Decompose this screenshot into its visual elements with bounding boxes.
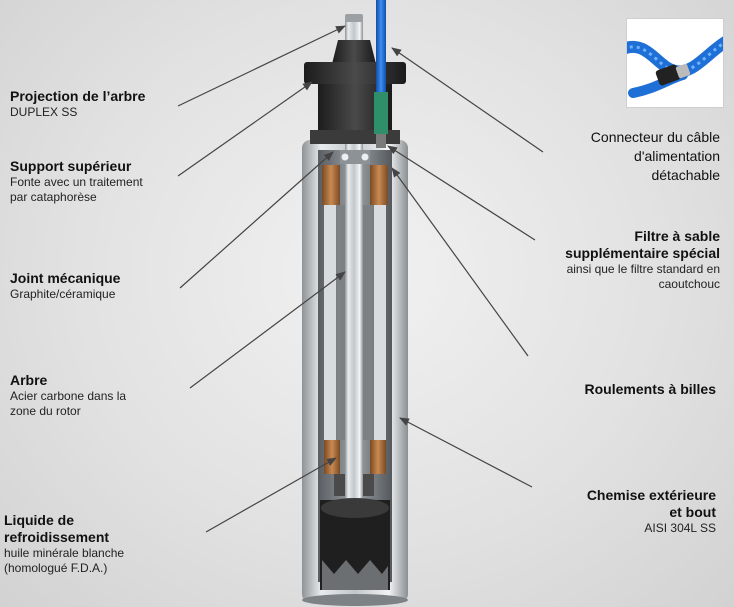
callout-ball-bearings: Roulements à billes [585, 381, 716, 398]
callout-title-line: refroidissement [4, 529, 110, 545]
callout-shaft-projection: Projection de l’arbre DUPLEX SS [10, 88, 145, 120]
callout-title: Support supérieur [10, 158, 132, 174]
copper-windings-top [322, 165, 388, 205]
callout-title-line: Chemise extérieure [586, 487, 716, 503]
callout-subtitle: DUPLEX SS [10, 105, 78, 119]
callout-subtitle-line: (homologué F.D.A.) [4, 561, 108, 575]
callout-subtitle-line: zone du rotor [10, 404, 81, 418]
callout-text-line: détachable [651, 167, 720, 183]
callout-shaft: Arbre Acier carbone dans la zone du roto… [10, 372, 126, 419]
callout-title: Arbre [10, 372, 48, 388]
callout-title: Joint mécanique [10, 270, 121, 286]
callout-subtitle-line: huile minérale blanche [4, 546, 125, 560]
callout-sand-filter: Filtre à sable supplémentaire spécial ai… [565, 228, 720, 292]
cable-connector-image [627, 36, 723, 98]
callout-title: Roulements à billes [584, 381, 716, 397]
ball-bearing-shape [340, 150, 370, 164]
callout-subtitle: AISI 304L SS [644, 521, 716, 535]
power-cable-shape [374, 0, 388, 148]
callout-subtitle-line: caoutchouc [658, 277, 720, 291]
leader-lines [177, 25, 544, 533]
callout-title-line: supplémentaire spécial [565, 245, 720, 261]
callout-title: Projection de l’arbre [10, 88, 146, 104]
callout-subtitle-line: ainsi que le filtre standard en [566, 262, 720, 276]
callout-mechanical-seal: Joint mécanique Graphite/céramique [10, 270, 120, 302]
upper-support-shape [304, 40, 406, 144]
callout-title-line: et bout [669, 504, 716, 520]
callout-subtitle-line: Fonte avec un traitement [10, 175, 143, 189]
callout-cooling-liquid: Liquide de refroidissement huile minéral… [4, 512, 124, 576]
callout-subtitle-line: par cataphorèse [10, 190, 97, 204]
callout-subtitle: Graphite/céramique [10, 287, 116, 301]
callout-text-line: d'alimentation [634, 148, 720, 164]
cable-connector-thumbnail [626, 18, 724, 108]
callout-text-line: Connecteur du câble [590, 129, 720, 145]
callout-outer-jacket: Chemise extérieure et bout AISI 304L SS [587, 487, 716, 536]
callout-cable-connector: Connecteur du câble d'alimentation détac… [591, 128, 720, 185]
callout-title-line: Filtre à sable [634, 228, 720, 244]
callout-title-line: Liquide de [4, 512, 74, 528]
callout-subtitle-line: Acier carbone dans la [10, 389, 127, 403]
callout-upper-support: Support supérieur Fonte avec un traiteme… [10, 158, 143, 205]
